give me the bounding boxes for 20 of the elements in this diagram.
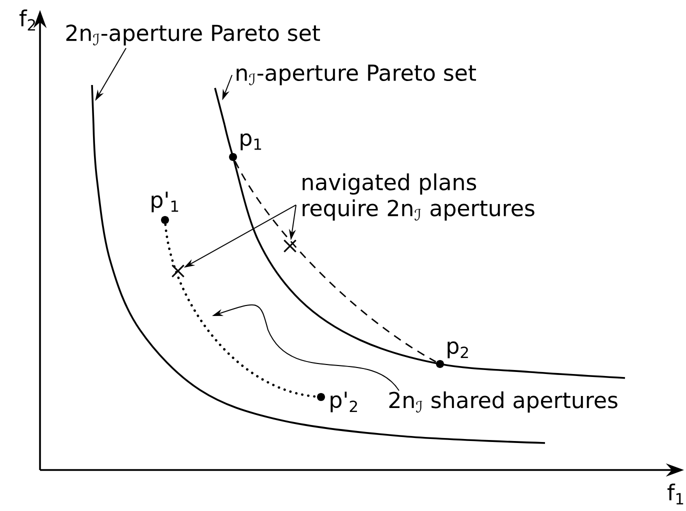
axis-label: f$_{2}$ xyxy=(20,10,35,30)
text-label: navigated plans require 2n$_{ℐ}$ apertures xyxy=(302,173,534,221)
point-label: p$_{1}$ xyxy=(240,133,262,150)
text-label: 2n$_{ℐ}$ shared apertures xyxy=(389,391,618,413)
point-label: p$_{2}$ xyxy=(448,341,468,358)
cross-mark xyxy=(283,239,297,253)
point-label: p'$_{2}$ xyxy=(330,392,357,412)
point-label: p'$_{1}$ xyxy=(152,192,178,212)
dotted-path xyxy=(164,223,318,398)
cross-mark xyxy=(171,264,185,278)
text-label: 2n$_{ℐ}$-aperture Pareto set xyxy=(66,24,320,46)
point-dot xyxy=(229,153,237,161)
point-dot xyxy=(161,216,169,224)
text-label: n$_{ℐ}$-aperture Pareto set xyxy=(236,64,476,86)
axis-label: f$_{1}$ xyxy=(667,484,684,504)
curve-end xyxy=(214,88,226,126)
point-dot xyxy=(436,360,444,368)
dashed-path xyxy=(234,160,436,362)
curve-end xyxy=(91,84,94,126)
point-dot xyxy=(317,393,325,401)
